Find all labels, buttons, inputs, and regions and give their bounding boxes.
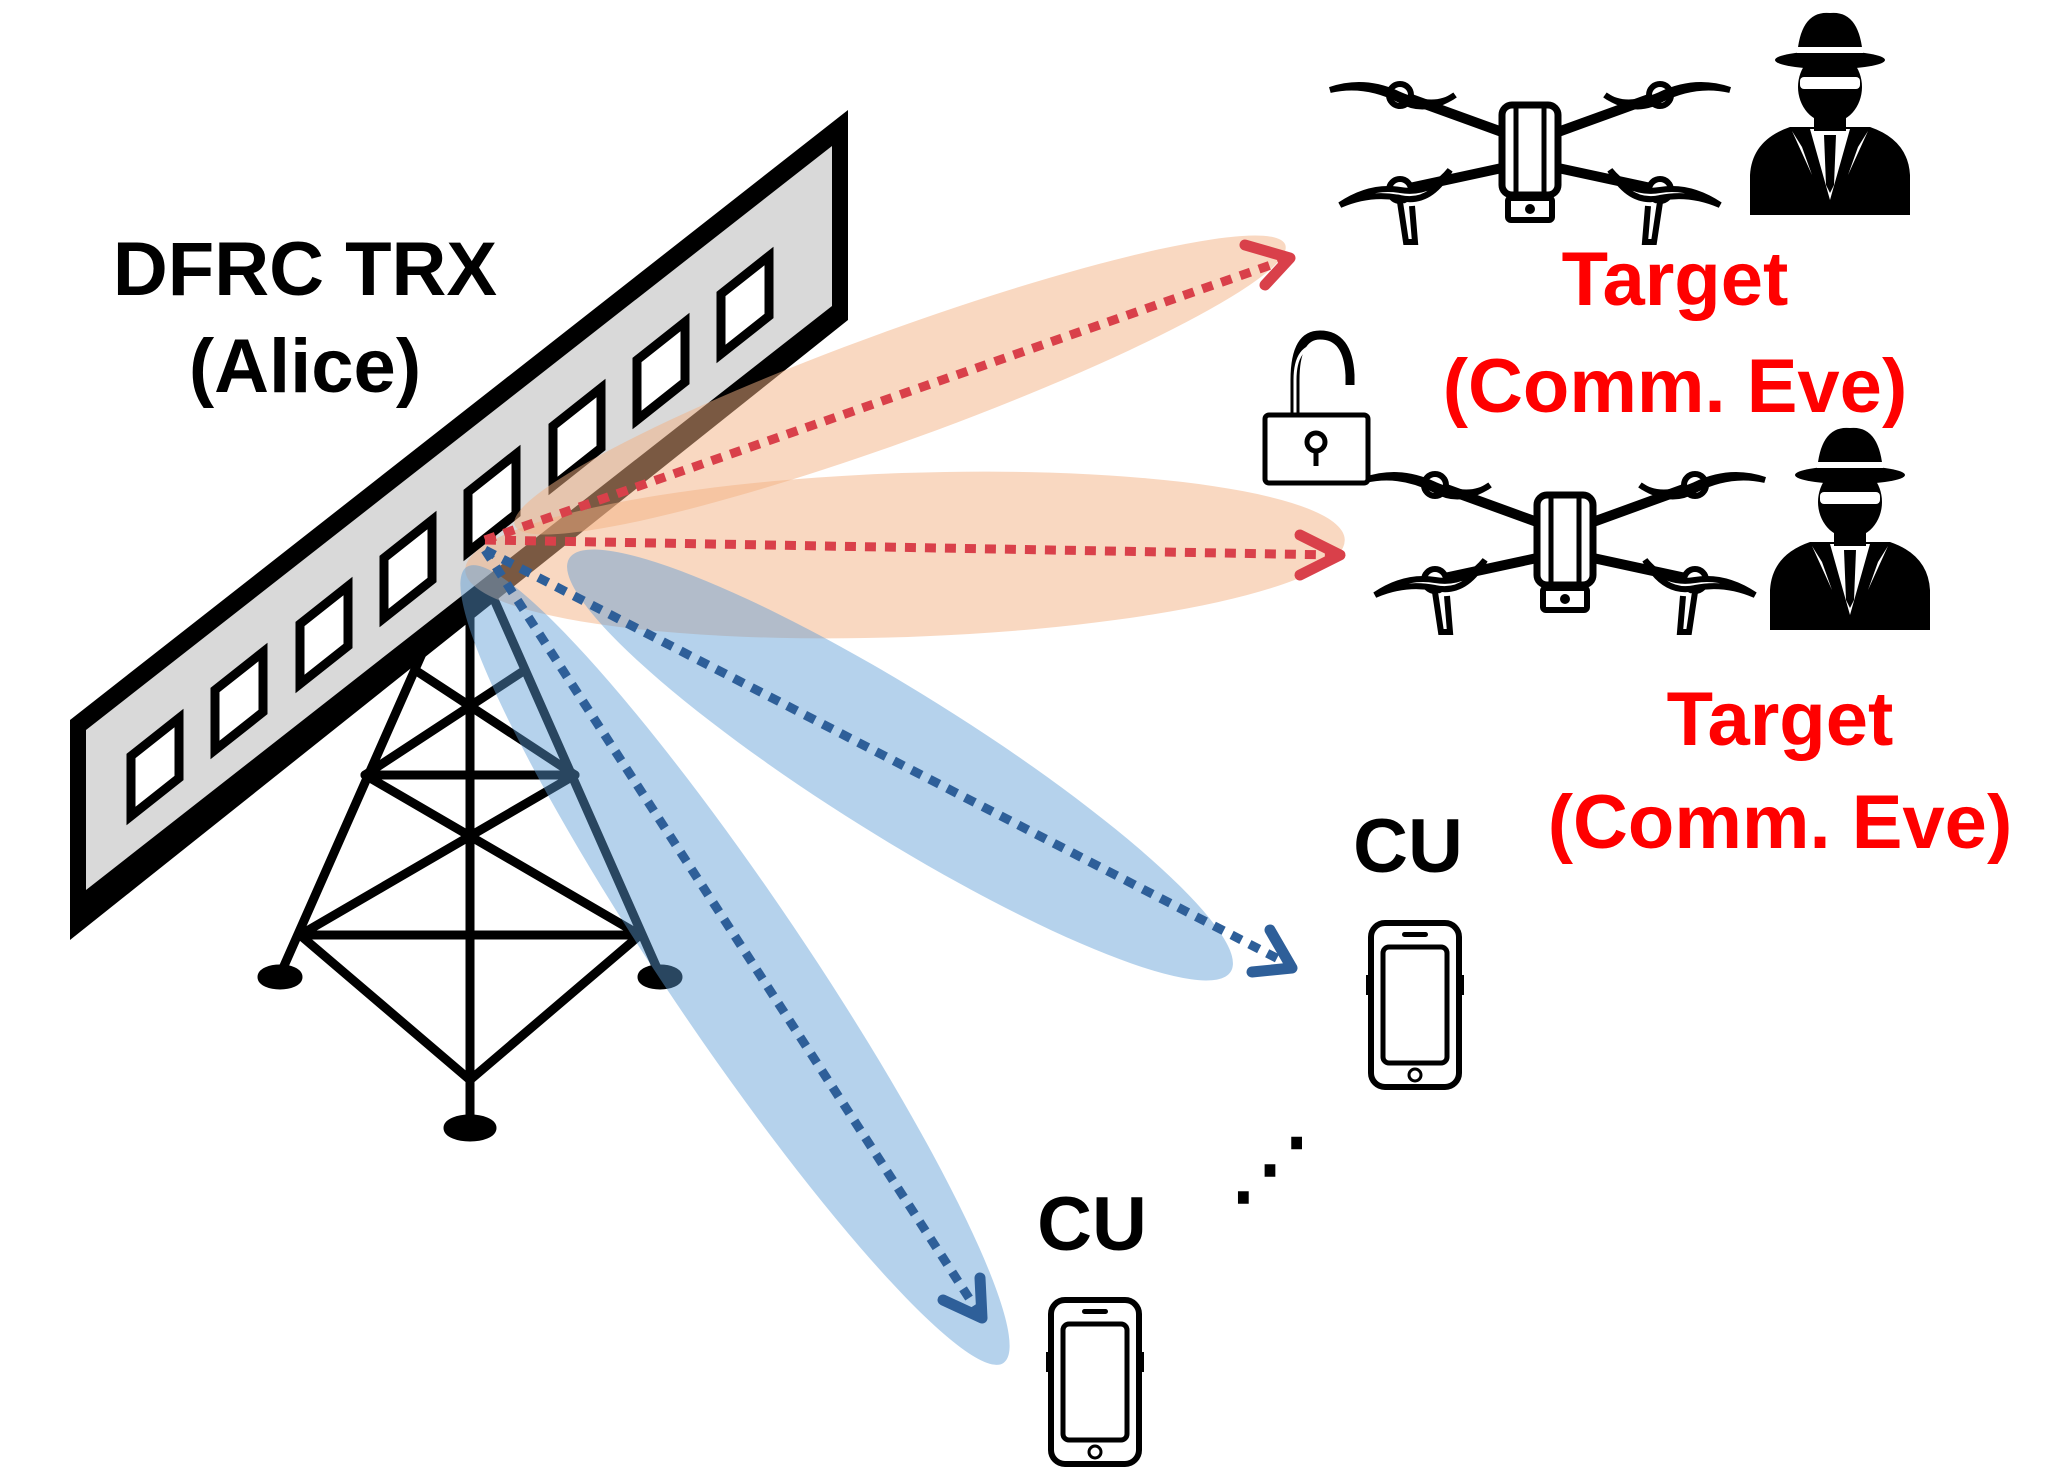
smartphone-icon <box>1046 1300 1144 1464</box>
blue-beam-lower <box>460 565 1010 1365</box>
unlocked-padlock-icon <box>1262 330 1371 486</box>
target1-label-line1: Target <box>1562 237 1789 322</box>
cu-label: CU <box>1037 1182 1147 1267</box>
cu-label: CU <box>1353 804 1463 889</box>
target1-label-line2: (Comm. Eve) <box>1443 344 1908 429</box>
red-arrow-upper <box>483 255 1287 545</box>
spy-icon <box>1750 12 1910 215</box>
trx-label-line2: (Alice) <box>189 324 421 409</box>
spy-icon <box>1770 427 1930 630</box>
ellipsis-icon: ⋰ <box>1230 1123 1310 1212</box>
blue-arrow-upper <box>482 546 1293 969</box>
red-arrow-lower <box>484 535 1336 560</box>
drone-icon <box>1365 474 1765 632</box>
smartphone-icon <box>1366 923 1464 1087</box>
red-beam-lower <box>465 471 1345 639</box>
target2-label-line2: (Comm. Eve) <box>1548 780 2013 865</box>
target2-label-line1: Target <box>1667 677 1894 762</box>
drone-icon <box>1330 84 1730 242</box>
base-station-icon <box>257 540 683 1142</box>
red-beam-upper <box>514 235 1286 535</box>
trx-label-line1: DFRC TRX <box>113 227 498 312</box>
antenna-array-icon <box>70 110 848 940</box>
